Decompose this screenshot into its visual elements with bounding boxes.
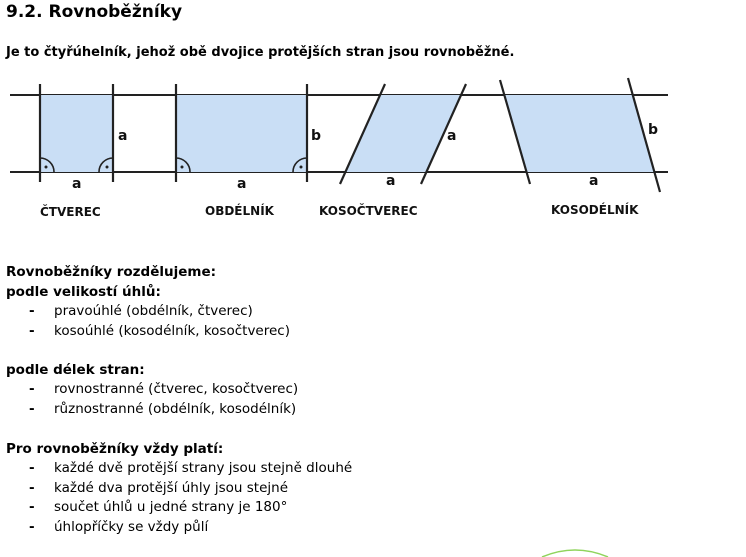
- section-division: Rovnoběžníky rozdělujeme: podle velikost…: [6, 262, 290, 341]
- square-right-angle-dot-right: [105, 165, 109, 169]
- square-base-label: a: [72, 176, 81, 192]
- list-item: různostranné (obdélník, kosodélník): [6, 400, 298, 420]
- rectangle-right-angle-dot-right: [299, 165, 303, 169]
- section-subheading: podle velikostí úhlů:: [6, 284, 161, 300]
- section-heading: Pro rovnoběžníky vždy platí:: [6, 441, 224, 457]
- rectangle-shape: [174, 84, 309, 182]
- rhombus-right-side: [419, 83, 468, 185]
- section-side-lengths: podle délek stran: rovnostranné (čtverec…: [6, 360, 298, 419]
- rhombus-side-label: a: [447, 128, 456, 144]
- parallelogram-fill: [504, 95, 655, 172]
- square-right-angle-dot-left: [44, 165, 48, 169]
- green-arc-decoration: [541, 549, 609, 557]
- square-right-angle-left: [39, 157, 55, 173]
- list-item: pravoúhlé (obdélník, čtverec): [6, 302, 290, 322]
- square-fill: [40, 95, 113, 172]
- definition-text: Je to čtyřúhelník, jehož obě dvojice pro…: [6, 45, 515, 60]
- parallelogram-right-side: [626, 77, 662, 193]
- square-right-angle-right: [98, 157, 114, 173]
- rectangle-right-angle-right: [292, 157, 308, 173]
- list-item: každé dva protější úhly jsou stejné: [6, 479, 352, 499]
- section-heading: podle délek stran:: [6, 362, 145, 378]
- list-item: úhlopříčky se vždy půlí: [6, 518, 352, 538]
- rectangle-base-label: a: [237, 176, 246, 192]
- square-caption: ČTVEREC: [40, 204, 101, 219]
- parallelogram-left-side: [498, 79, 532, 185]
- parallelogram-shape: [498, 77, 662, 193]
- list-item: každé dvě protější strany jsou stejně dl…: [6, 459, 352, 479]
- list-item: součet úhlů u jedné strany je 180°: [6, 498, 352, 518]
- rhombus-caption: KOSOČTVEREC: [319, 203, 418, 218]
- parallelogram-side-label: b: [648, 122, 658, 138]
- parallelogram-figure: a b a b a a a a ČTVEREC OBDÉLNÍK KOSOČTV…: [10, 77, 668, 219]
- rectangle-side-label: b: [311, 128, 321, 144]
- rhombus-left-side: [338, 83, 387, 185]
- parallelogram-caption: KOSODÉLNÍK: [551, 202, 639, 217]
- rectangle-fill: [176, 95, 307, 172]
- list-item: kosoúhlé (kosodélník, kosočtverec): [6, 322, 290, 342]
- section-heading: Rovnoběžníky rozdělujeme:: [6, 264, 217, 280]
- parallelogram-base-label: a: [589, 173, 598, 189]
- square-side-label: a: [118, 128, 127, 144]
- list-item: rovnostranné (čtverec, kosočtverec): [6, 380, 298, 400]
- rhombus-shape: [338, 83, 468, 185]
- rectangle-right-angle-dot-left: [180, 165, 184, 169]
- square-shape: [38, 84, 115, 182]
- rhombus-fill: [345, 95, 461, 172]
- rectangle-caption: OBDÉLNÍK: [205, 203, 275, 218]
- rectangle-right-angle-left: [175, 157, 191, 173]
- page-title: 9.2. Rovnoběžníky: [6, 2, 183, 22]
- section-properties: Pro rovnoběžníky vždy platí: každé dvě p…: [6, 439, 352, 537]
- rhombus-base-label: a: [386, 173, 395, 189]
